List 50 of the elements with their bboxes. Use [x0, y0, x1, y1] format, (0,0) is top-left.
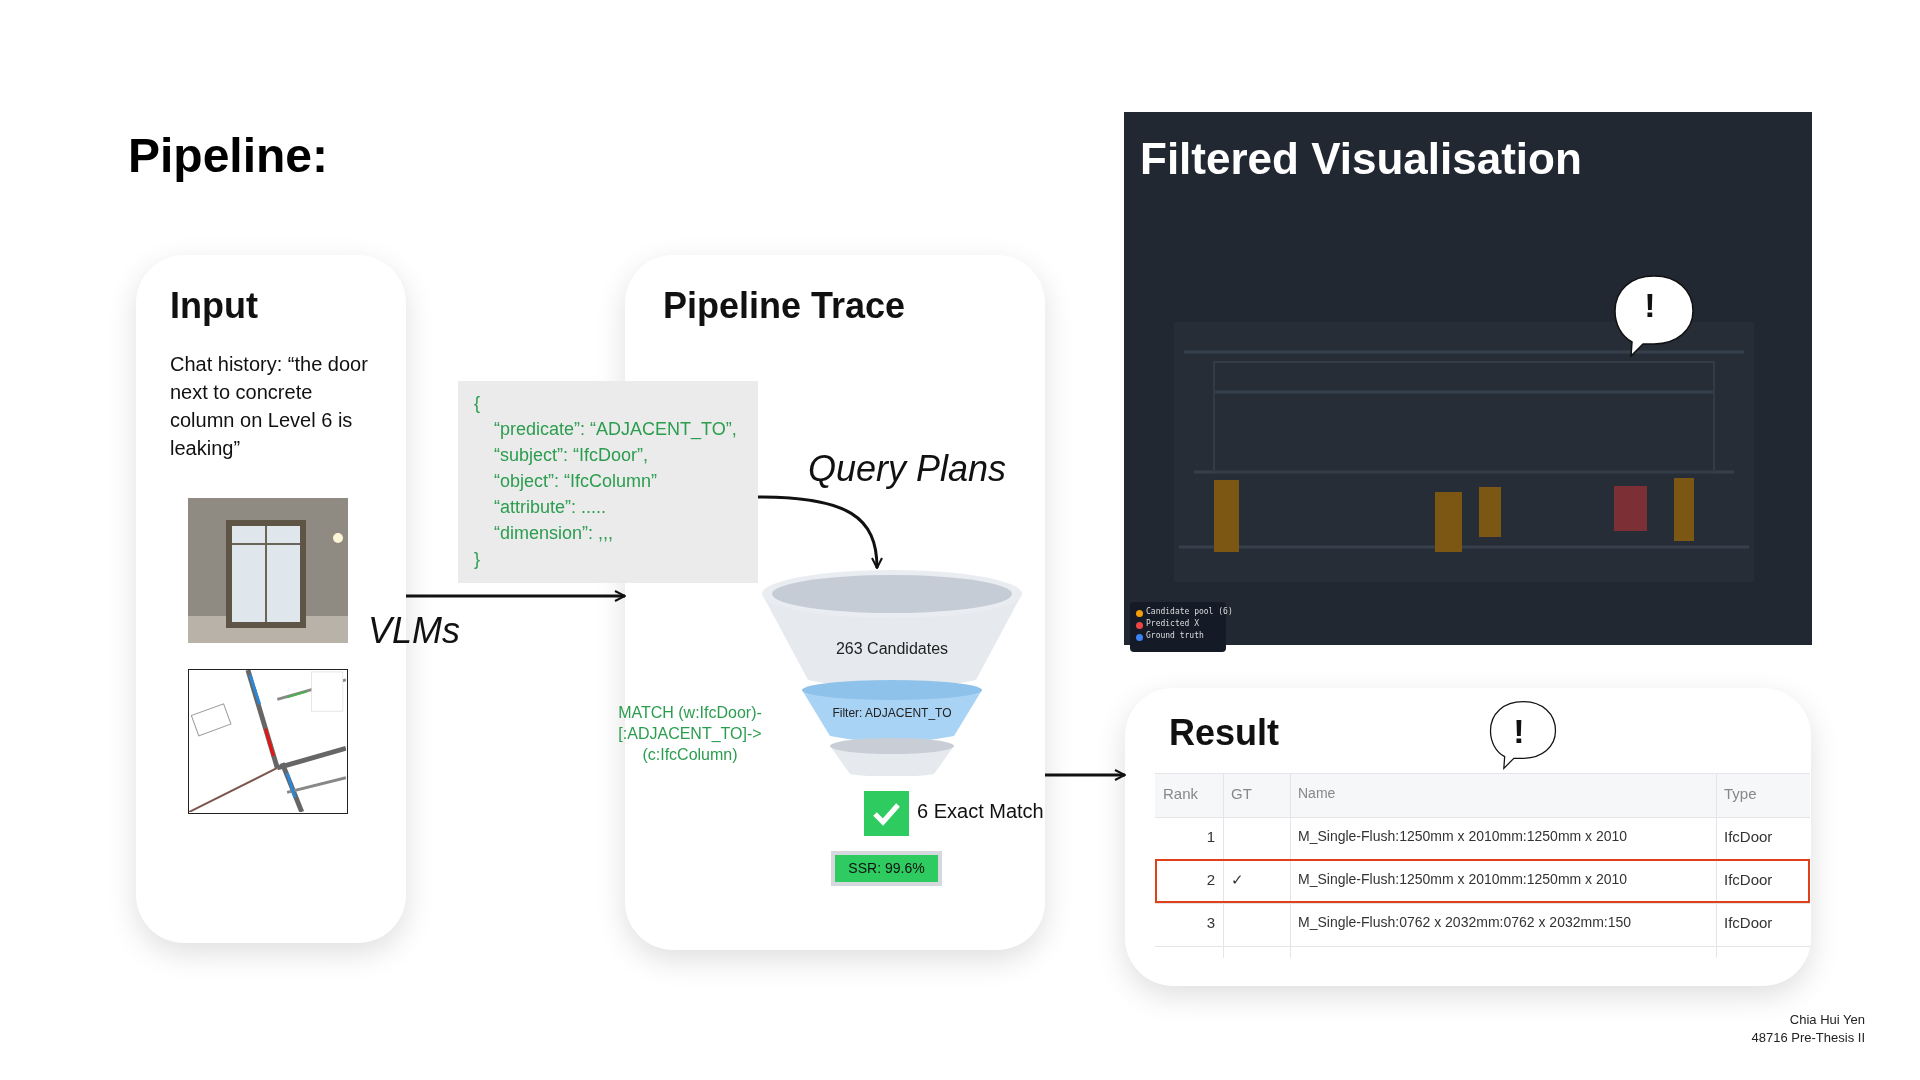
legend-text: Predicted X — [1146, 619, 1199, 628]
code-line: “dimension”: ,,, — [494, 523, 614, 544]
code-line: “attribute”: ..... — [494, 497, 607, 518]
result-card — [1125, 688, 1811, 986]
arrow — [757, 495, 883, 569]
element-type: IfcDoor — [1724, 914, 1774, 931]
arrow — [406, 590, 626, 602]
rank-number: 1 — [1205, 828, 1215, 845]
speech-bubble — [1613, 274, 1695, 358]
course-code: 48716 Pre-Thesis II — [1751, 1030, 1865, 1045]
arrow — [1045, 769, 1126, 781]
panel-heading: Filtered Visualisation — [1140, 134, 1582, 184]
candidate-count: 263 Candidates — [834, 640, 950, 658]
card-heading: Result — [1169, 712, 1280, 754]
score-badge: SSR: 99.6% — [831, 851, 942, 886]
chat-text: Chat history: “the door next to concrete column on Level 6 is leaking” — [170, 352, 369, 461]
column-header: Type — [1724, 785, 1758, 802]
code-box — [458, 381, 758, 583]
code-line: “predicate”: “ADJACENT_TO”, — [494, 419, 737, 440]
code-line: “subject”: “IfcDoor”, — [494, 445, 649, 466]
exclamation-mark: ! — [1512, 712, 1526, 751]
column-header: GT — [1231, 785, 1253, 802]
element-name: M_Single-Flush:1250mm x 2010mm:1250mm x 2010 — [1298, 828, 1629, 844]
rank-number: 2 — [1205, 871, 1215, 888]
column-header: Rank — [1163, 785, 1200, 802]
legend-text: Ground truth — [1146, 631, 1204, 640]
column-header: Name — [1298, 785, 1337, 801]
author-name: Chia Hui Yen — [1789, 1012, 1865, 1027]
check-mark: ✓ — [1231, 871, 1245, 889]
card-heading: Input — [170, 285, 258, 327]
element-type: IfcDoor — [1724, 828, 1774, 845]
funnel-shape — [760, 568, 1024, 776]
room-photo-drawing — [188, 498, 348, 643]
rank-number: 3 — [1205, 914, 1215, 931]
filter-label: Filter: ADJACENT_TO — [831, 706, 953, 720]
element-name: M_Single-Flush:0762 x 2032mm:0762 x 2032mm:150 — [1298, 914, 1633, 930]
edge-label: VLMs — [368, 610, 461, 652]
page-title: Pipeline: — [128, 128, 329, 183]
card-heading: Pipeline Trace — [663, 285, 906, 327]
query-text: MATCH (w:IfcDoor)-[:ADJACENT_TO]->(c:IfcColumn) — [617, 703, 763, 765]
element-type: IfcDoor — [1724, 871, 1774, 888]
element-name: M_Single-Flush:1250mm x 2010mm:1250mm x 2010 — [1298, 871, 1629, 887]
code-line: “object”: “IfcColumn” — [494, 471, 658, 492]
exclamation-mark: ! — [1643, 286, 1657, 325]
legend-text: Candidate pool (6) — [1146, 607, 1233, 616]
edge-label: Query Plans — [808, 448, 1007, 490]
match-count: 6 Exact Match — [917, 800, 1044, 823]
code-line: { — [474, 393, 480, 414]
code-line: } — [474, 549, 480, 570]
floor-plan-drawing — [188, 669, 348, 814]
